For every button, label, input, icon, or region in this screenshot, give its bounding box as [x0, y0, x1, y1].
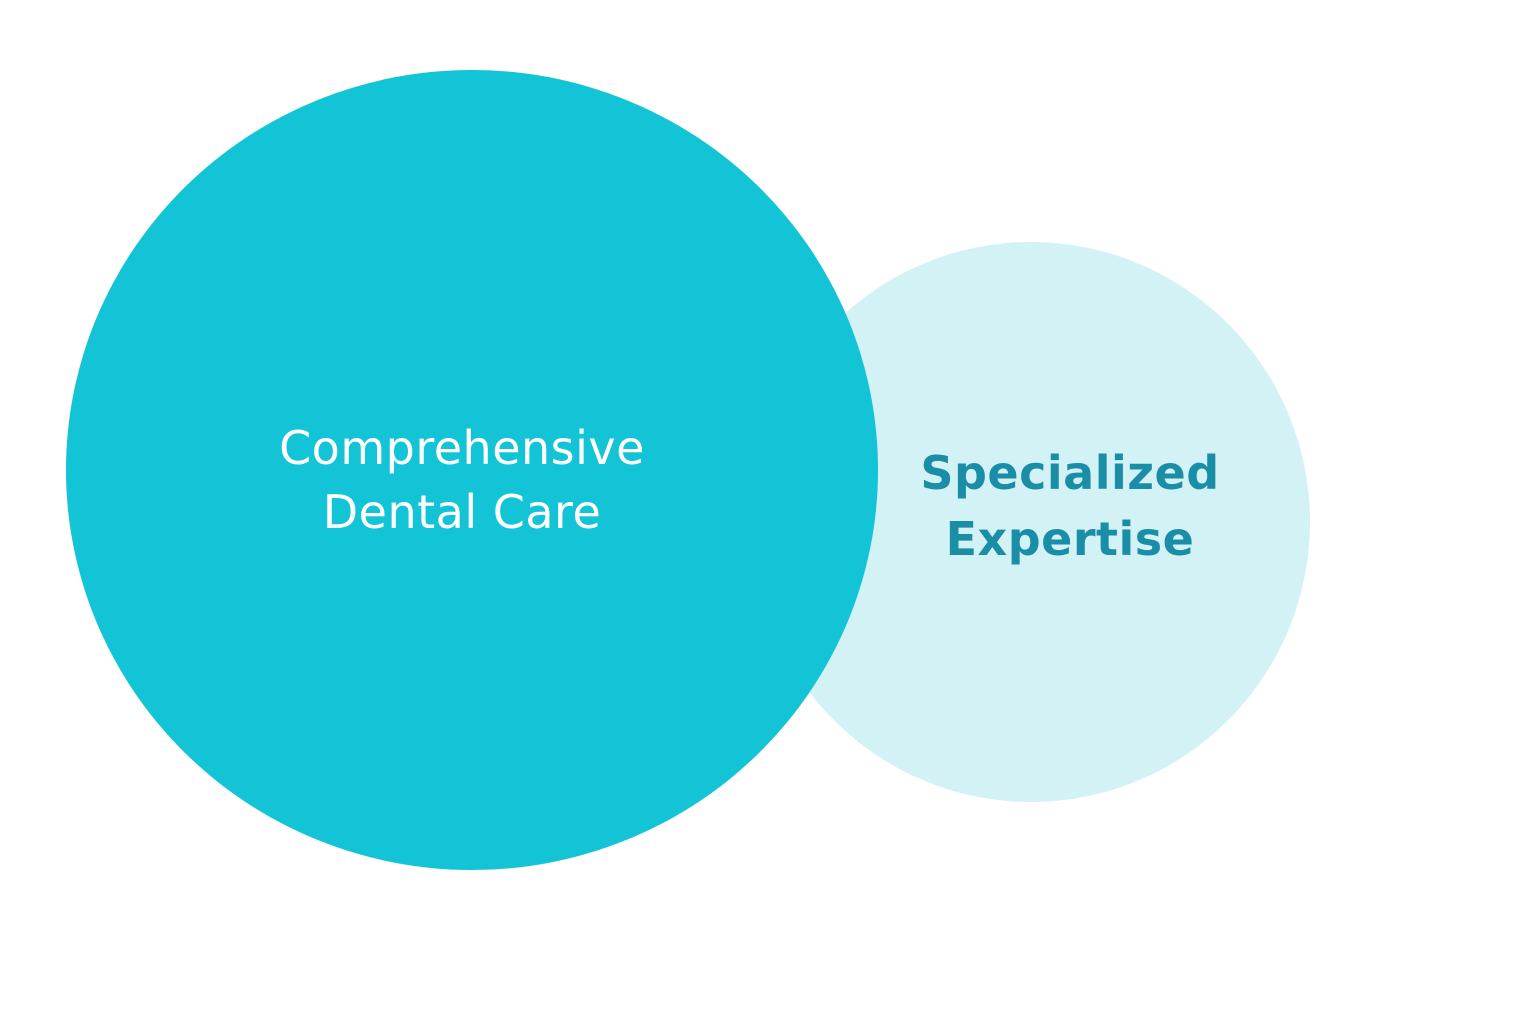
specialized-expertise-label: Specialized Expertise — [920, 440, 1220, 572]
secondary-label-line-2: Expertise — [945, 512, 1195, 566]
comprehensive-dental-care-circle: Comprehensive Dental Care — [66, 70, 878, 870]
primary-label-line-2: Dental Care — [322, 485, 602, 539]
secondary-label-line-1: Specialized — [920, 446, 1220, 500]
comprehensive-dental-care-label: Comprehensive Dental Care — [279, 416, 645, 544]
primary-label-line-1: Comprehensive — [279, 421, 645, 475]
